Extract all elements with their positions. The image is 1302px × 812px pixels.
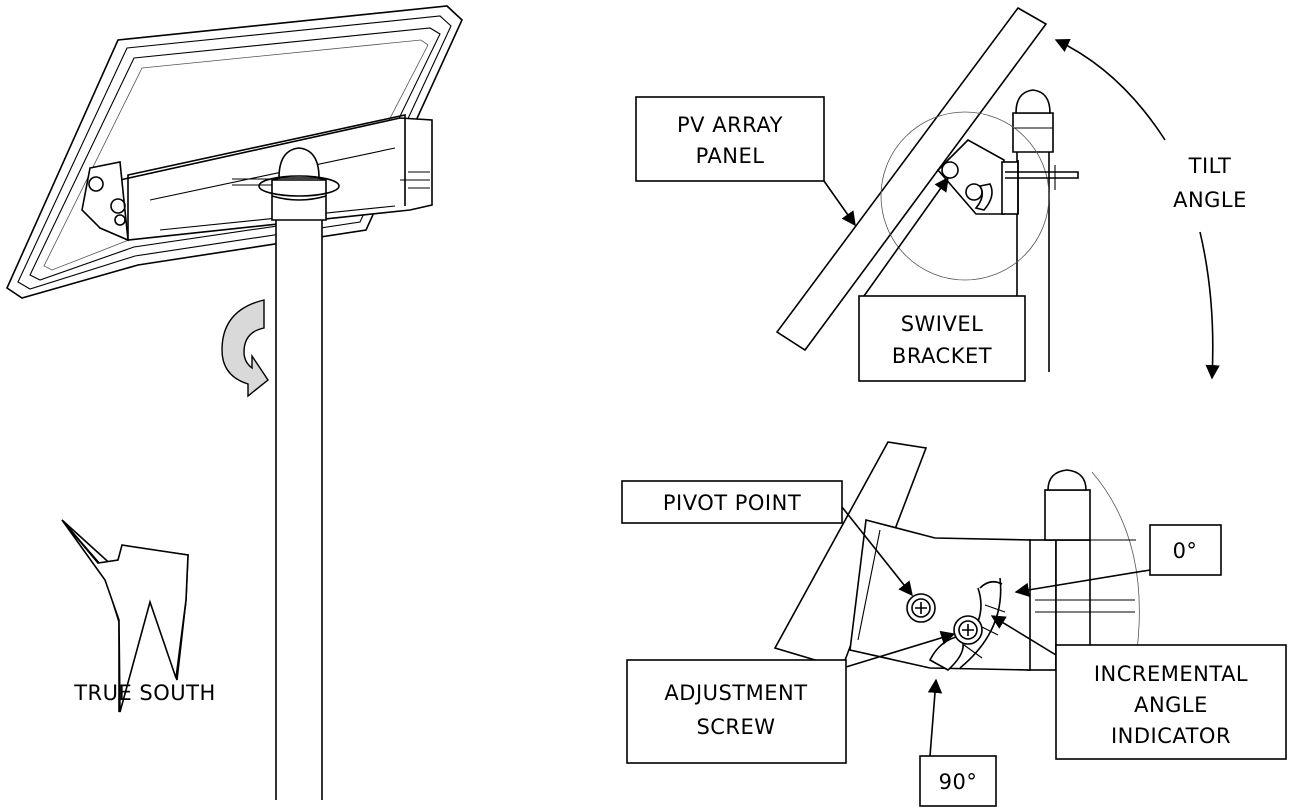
pv-array-label-line1: PV ARRAY xyxy=(677,113,783,137)
zero-degree-label: 0° xyxy=(1173,539,1198,563)
pv-array-label-line2: PANEL xyxy=(696,144,765,168)
pv-array-panel-leader xyxy=(823,180,856,227)
incremental-label-line2: ANGLE xyxy=(1134,693,1208,717)
detail-clip-arc xyxy=(1091,471,1140,651)
pv-array-panel-label-box xyxy=(635,96,825,182)
detail-view: PIVOT POINT 0° INCREMENTAL ANGLE INDICAT… xyxy=(621,441,1287,807)
zero-degree-label-box xyxy=(1149,524,1222,576)
zero-degree-leader xyxy=(1014,569,1151,598)
adjustment-screw-label-box xyxy=(626,659,847,764)
adjustment-screw-leader xyxy=(845,630,956,668)
adjustment-screw-head xyxy=(953,615,983,645)
incremental-label-line1: INCREMENTAL xyxy=(1094,662,1248,686)
detail-swivel-plate xyxy=(849,518,1031,671)
swivel-bracket-label-box xyxy=(858,295,1026,382)
adjustment-label-line1: ADJUSTMENT xyxy=(664,681,807,705)
rotate-arrow-icon xyxy=(221,299,269,398)
detail-post xyxy=(1027,469,1136,671)
incremental-indicator-label-box xyxy=(1055,644,1287,760)
mounting-pole xyxy=(258,147,340,808)
swivel-label-line1: SWIVEL xyxy=(901,312,984,336)
tilt-label-line2: ANGLE xyxy=(1173,188,1247,212)
tilt-down-arrow xyxy=(1199,231,1220,380)
pv-array-panel-side xyxy=(775,6,1048,352)
tilt-up-arrow xyxy=(1054,38,1166,141)
detail-circle xyxy=(880,111,1050,281)
ninety-degree-label-box xyxy=(919,755,997,807)
swivel-label-line2: BRACKET xyxy=(892,344,992,368)
ninety-degree-label: 90° xyxy=(939,770,978,794)
adjustment-label-line2: SCREW xyxy=(696,715,775,739)
ninety-degree-leader xyxy=(927,678,943,757)
pivot-point-leader xyxy=(841,506,913,597)
pivot-point-screw xyxy=(906,593,936,623)
true-south-label: TRUE SOUTH xyxy=(73,681,216,705)
pivot-point-label: PIVOT POINT xyxy=(663,491,801,515)
true-south-arrow-icon xyxy=(61,519,189,713)
swivel-bracket-leader xyxy=(863,176,949,297)
pivot-point-label-box xyxy=(621,480,843,524)
perspective-assembly: TRUE SOUTH xyxy=(5,5,463,808)
swivel-bracket-side xyxy=(936,139,1079,215)
incremental-label-line3: INDICATOR xyxy=(1111,724,1231,748)
side-view: PV ARRAY PANEL SWIVEL BRACKET TILT ANGLE xyxy=(635,6,1247,382)
bracket-rail xyxy=(81,114,433,242)
tilt-label-line1: TILT xyxy=(1188,154,1232,178)
incremental-indicator-leader xyxy=(990,615,1057,656)
